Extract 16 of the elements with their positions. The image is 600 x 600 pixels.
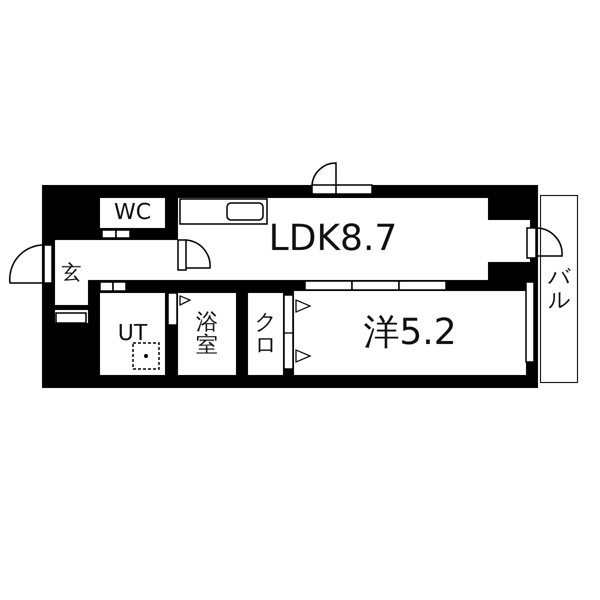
room-floor: [178, 293, 236, 375]
room-label: クロ: [254, 310, 276, 358]
room-floor: [55, 240, 88, 305]
room-floor: [100, 198, 165, 228]
room-label: UT: [118, 322, 148, 346]
room-floor: [248, 293, 283, 375]
room-label: 玄: [62, 262, 82, 283]
room-label: 浴室: [196, 310, 218, 358]
room-label: LDK8.7: [268, 220, 398, 258]
room-label: バル: [548, 266, 570, 312]
room-floor: [294, 291, 526, 375]
balcony-floor: [540, 195, 578, 383]
room-floor: [100, 293, 165, 375]
room-label: WC: [114, 201, 152, 225]
room-floor: [178, 198, 488, 280]
room-label: 洋5.2: [363, 314, 457, 352]
